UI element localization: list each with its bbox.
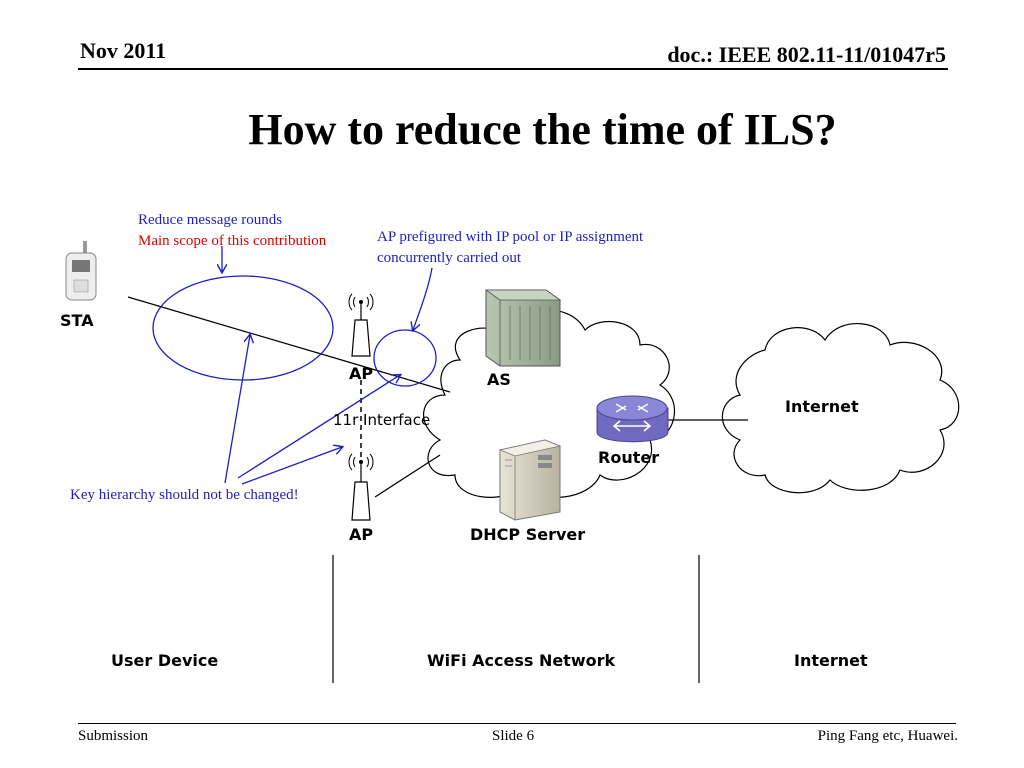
label-sta: STA	[60, 311, 94, 330]
header-doc-id: doc.: IEEE 802.11-11/01047r5	[667, 42, 946, 67]
annotation-ap-prefigured-2: concurrently carried out	[377, 250, 522, 266]
access-point-icon-top	[348, 293, 374, 357]
router-icon	[596, 395, 669, 443]
footer-rule	[78, 723, 956, 724]
label-router: Router	[598, 448, 660, 467]
annotation-reduce-rounds: Reduce message rounds	[138, 212, 283, 228]
dhcp-server-icon	[498, 439, 562, 521]
sta-ap-link	[127, 296, 451, 393]
footer-submission: Submission	[78, 728, 149, 744]
footer-slide-number: Slide 6	[492, 728, 535, 744]
label-11r-interface: 11r Interface	[333, 411, 431, 429]
auth-server-icon	[484, 289, 562, 367]
internet-cloud	[721, 323, 960, 494]
header-rule	[78, 68, 948, 70]
arrow-key-2	[237, 375, 400, 479]
arrow-key-1	[224, 335, 250, 484]
footer-author: Ping Fang etc, Huawei.	[817, 728, 958, 744]
label-dhcp-server: DHCP Server	[470, 525, 586, 544]
label-ap-bottom: AP	[349, 525, 374, 544]
annotation-ap-prefigured-1: AP prefigured with IP pool or IP assignm…	[377, 229, 644, 245]
label-internet-cloud: Internet	[785, 397, 859, 416]
label-as: AS	[487, 370, 511, 389]
header-date: Nov 2011	[80, 38, 167, 63]
access-point-icon-bottom	[348, 453, 374, 521]
arrow-ap-prefigured	[413, 267, 433, 330]
ap-bottom-link	[374, 454, 441, 498]
annotation-main-scope: Main scope of this contribution	[138, 233, 327, 249]
ap-prefigured-ellipse	[373, 329, 437, 387]
phone-icon	[65, 241, 97, 301]
zone-user-device: User Device	[111, 651, 219, 670]
reduce-rounds-ellipse	[152, 275, 334, 381]
label-ap-top: AP	[349, 364, 374, 383]
arrow-key-3	[241, 447, 342, 485]
slide-title: How to reduce the time of ILS?	[248, 105, 837, 154]
zone-internet: Internet	[794, 651, 868, 670]
annotation-key-hierarchy: Key hierarchy should not be changed!	[70, 487, 299, 503]
zone-wifi-access-network: WiFi Access Network	[427, 651, 616, 670]
